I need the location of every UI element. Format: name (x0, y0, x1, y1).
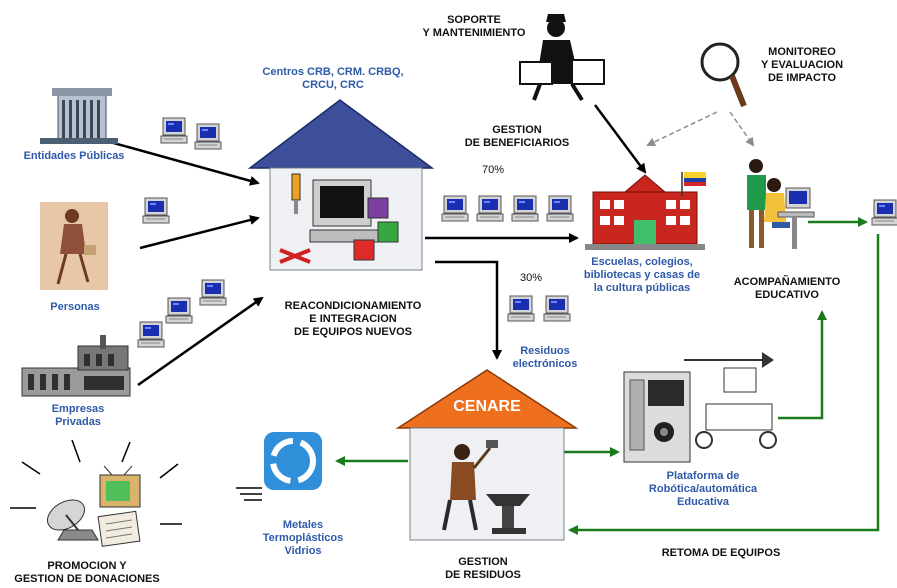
computer-icon (165, 297, 193, 324)
pliers-icon (279, 248, 311, 264)
screwdriver-icon (291, 173, 301, 201)
disk-icon (367, 197, 389, 219)
centros-label: Centros CRB, CRM. CRBQ, CRCU, CRC (262, 66, 404, 91)
robotics-icon (623, 352, 777, 463)
dashed-arrow-monitoreo-acompanamiento (729, 111, 755, 147)
recycle-icon (236, 432, 322, 501)
blacksmith-icon (442, 440, 530, 534)
residuos-label: Residuos electrónicos (512, 345, 578, 370)
metales-label: Metales Termoplásticos Vidrios (262, 519, 344, 557)
pct-70-label: 70% (481, 164, 505, 176)
computer-icon (511, 195, 539, 222)
computer-icon (546, 195, 574, 222)
computer-icon (142, 197, 170, 224)
newspaper-icon (97, 510, 141, 547)
reacond-label: REACONDICIONAMIENTO E INTEGRACION DE EQU… (284, 300, 422, 338)
promocion-label: PROMOCION Y GESTION DE DONACIONES (14, 560, 160, 585)
computer-icon (476, 195, 504, 222)
retoma-label: RETOMA DE EQUIPOS (661, 547, 781, 559)
cenare-label: CENARE (453, 398, 521, 415)
arrow-reacond-to-residuos (435, 260, 502, 360)
computer-icon (137, 321, 165, 348)
factory-icon (21, 335, 131, 397)
acompanamiento-label: ACOMPAÑAMIENTO EDUCATIVO (733, 276, 841, 301)
green-arrow-plataforma-to-acompanamiento (778, 310, 827, 420)
worker-icon (519, 14, 605, 102)
computer-icon (871, 199, 897, 226)
magnifier-icon (700, 42, 747, 108)
teacher-student-icon (747, 159, 815, 249)
green-arrow-retoma (568, 234, 880, 535)
arrow-entidades-to-reacond (109, 140, 260, 186)
flag-icon (681, 172, 706, 196)
computer-icon (194, 123, 222, 150)
dashed-arrow-monitoreo-escuelas (646, 111, 718, 147)
computer-icon (160, 117, 188, 144)
school-icon (585, 174, 705, 250)
arrows (109, 104, 880, 535)
building-icon (40, 88, 118, 144)
arrow-personas-to-reacond (139, 215, 260, 250)
arrow-soporte-to-escuelas (593, 104, 647, 174)
empresas-label: Empresas Privadas (51, 403, 105, 428)
escuelas-label: Escuelas, colegios, bibliotecas y casas … (583, 256, 701, 294)
soporte-label: SOPORTE Y MANTENIMIENTO (422, 14, 526, 39)
entidades-label: Entidades Públicas (23, 150, 125, 162)
pct-30-label: 30% (519, 272, 543, 284)
computer-icon (543, 295, 571, 322)
personas-label: Personas (50, 301, 100, 313)
cenare-house (395, 369, 579, 541)
tv-icon (99, 465, 141, 508)
gestion-beneficiarios-label: GESTION DE BENEFICIARIOS (464, 124, 570, 149)
satellite-icon (47, 499, 99, 541)
reacond-house (247, 99, 435, 271)
computer-icon (507, 295, 535, 322)
gestion-residuos-label: GESTION DE RESIDUOS (445, 556, 521, 581)
woman-icon (40, 202, 108, 290)
computer-icon (199, 279, 227, 306)
plataforma-label: Plataforma de Robótica/automática Educat… (648, 470, 758, 508)
arrow-empresas-to-reacond (137, 296, 264, 387)
monitoreo-label: MONITOREO Y EVALUACION DE IMPACTO (760, 46, 844, 84)
computer-icon (441, 195, 469, 222)
promotion-rays (10, 439, 182, 525)
